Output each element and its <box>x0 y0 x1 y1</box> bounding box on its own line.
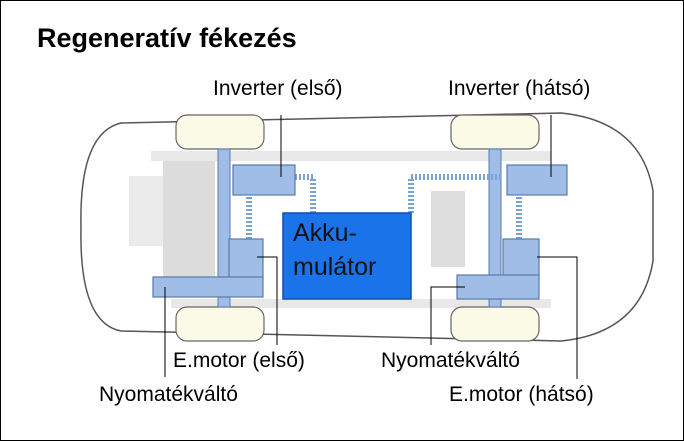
label-torque-converter-rear: Nyomatékváltó <box>381 349 520 372</box>
torque-converter-front <box>152 276 264 298</box>
chassis-rail-top <box>151 151 551 161</box>
rear-axle <box>488 148 502 308</box>
front-axle <box>217 148 231 308</box>
wheel-front-bottom <box>175 306 265 342</box>
label-emotor-rear: E.motor (hátsó) <box>449 383 594 406</box>
chassis-rail-bottom <box>171 299 551 308</box>
hv-cables <box>246 174 522 241</box>
label-torque-converter-front: Nyomatékváltó <box>99 383 238 406</box>
inverter-rear <box>506 164 568 196</box>
label-inverter-front: Inverter (első) <box>213 77 343 100</box>
diagram-title: Regeneratív fékezés <box>37 23 297 53</box>
front-engine-block <box>163 161 215 289</box>
leader-lines <box>164 115 578 379</box>
emotor-rear <box>502 238 540 280</box>
wheel-rear-top <box>450 114 540 150</box>
label-inverter-rear: Inverter (hátsó) <box>448 77 591 100</box>
battery-label-line2: mulátor <box>293 253 377 281</box>
wheel-front-top <box>175 114 265 150</box>
inverter-front <box>232 164 296 196</box>
label-emotor-front: E.motor (első) <box>173 349 305 372</box>
battery-box <box>282 212 412 300</box>
rear-seat-block <box>431 191 465 267</box>
front-engine-left <box>129 176 163 246</box>
emotor-front <box>228 238 264 280</box>
battery-label-line1: Akku- <box>293 219 357 247</box>
torque-converter-rear <box>456 274 540 300</box>
wheel-rear-bottom <box>450 306 540 342</box>
